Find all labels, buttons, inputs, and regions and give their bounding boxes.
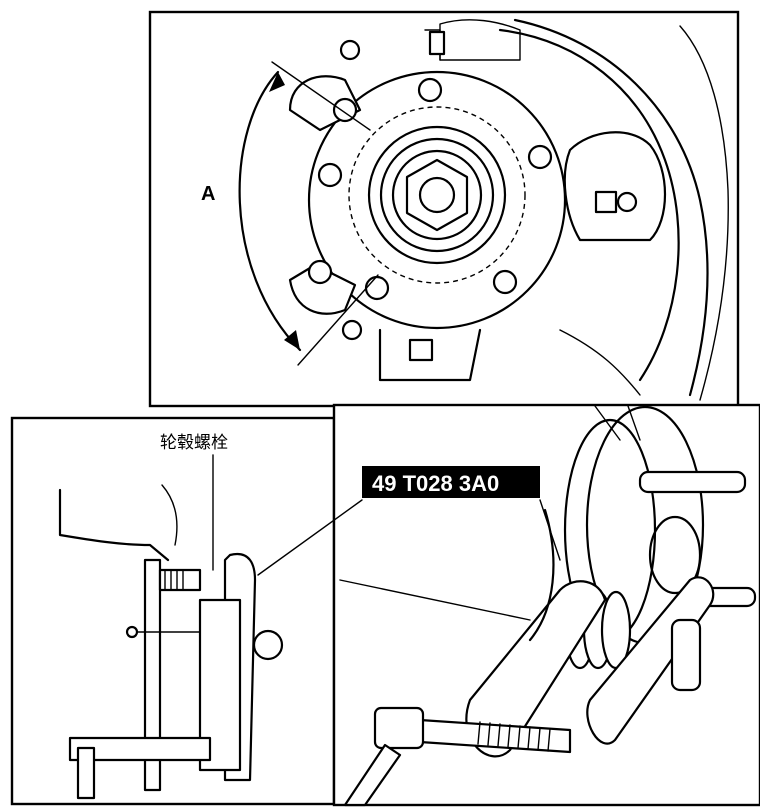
hub-center — [648, 515, 702, 595]
tool-tag: 49 T028 3A0 — [362, 466, 540, 498]
knuckle-outline — [58, 488, 170, 562]
bottom-right-panel — [332, 403, 760, 807]
screw-threads — [477, 721, 551, 752]
angle-arc — [238, 70, 302, 352]
hub-center-ring — [367, 125, 507, 265]
knuckle-edge — [161, 484, 178, 546]
puller-knob — [252, 629, 284, 661]
protruding-stud — [638, 470, 747, 494]
wheel-stud — [317, 162, 343, 188]
wheel-stud — [527, 144, 553, 170]
knuckle-lower-bolt — [408, 338, 434, 362]
wheel-stud — [364, 275, 390, 301]
guide-rod-end — [125, 625, 139, 639]
hub-bore-ring — [391, 149, 483, 241]
puller-pin — [670, 618, 702, 692]
wheel-stud — [307, 259, 333, 285]
sector-line-top — [271, 61, 371, 131]
top-bolt — [428, 30, 446, 56]
knuckle-lower — [378, 328, 482, 382]
axle-end — [418, 176, 456, 214]
sector-line-bottom — [297, 274, 379, 366]
bolt-circle-dashed — [348, 106, 526, 284]
tool-leader-right — [539, 499, 561, 561]
wheel-stud — [492, 269, 518, 295]
leader-tool — [339, 579, 531, 621]
dust-shield-outer — [498, 28, 680, 382]
hub-inner-ring — [379, 137, 495, 253]
handle — [76, 746, 96, 800]
lug-bolt — [616, 191, 638, 213]
dust-shield-edge — [513, 18, 709, 397]
knuckle-lug — [563, 131, 666, 242]
bottom-left-panel: 轮毂螺栓 — [10, 416, 336, 806]
bolt-label: 轮毂螺栓 — [160, 433, 228, 453]
tool-leader-left — [257, 499, 363, 576]
puller-screw — [68, 736, 212, 762]
tool-number: 49 T028 3A0 — [372, 471, 499, 496]
wheel-stud — [332, 97, 358, 123]
screw-hex — [373, 706, 425, 750]
wrench-handle — [343, 743, 402, 807]
angle-label-a: A — [201, 183, 215, 205]
top-panel: A — [148, 10, 740, 408]
wheel-stud — [341, 319, 363, 341]
hub-section — [143, 558, 162, 792]
arc-arrow-top — [269, 72, 285, 92]
tire-inner-line — [679, 25, 729, 401]
lug-nut — [594, 190, 618, 214]
tool-tag-box — [362, 466, 540, 498]
flange-ear-bottom — [288, 263, 357, 315]
connector-line — [627, 405, 641, 441]
stud-shank — [158, 568, 202, 592]
shield-lower-line — [559, 329, 641, 396]
wheel-stud — [339, 39, 361, 61]
puller-body — [198, 598, 242, 772]
stud-threads — [164, 569, 184, 591]
caliper-mount-top — [439, 19, 521, 61]
wheel-stud — [417, 77, 443, 103]
connector-line — [594, 405, 621, 441]
arc-arrow-bottom — [284, 330, 300, 350]
